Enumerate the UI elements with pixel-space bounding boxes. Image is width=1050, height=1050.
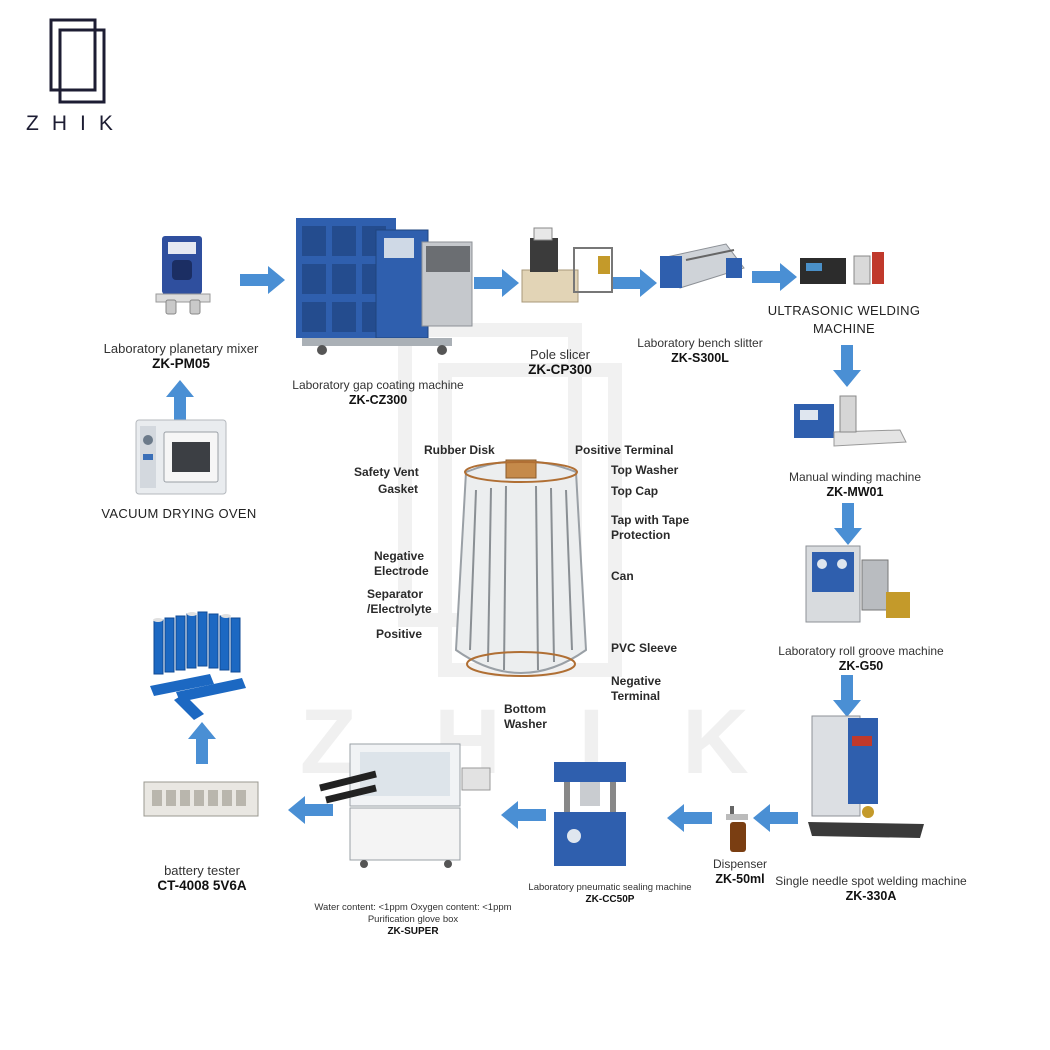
dispenser-name: Dispenser [712, 857, 768, 871]
ultrasonic-welding-machine-image [800, 252, 884, 285]
roll-groove-model: ZK-G50 [838, 659, 884, 673]
spot-welder-name: Single needle spot welding machine [775, 874, 967, 888]
pole-slicer-image [521, 227, 613, 303]
battery-tester-name: battery tester [164, 863, 240, 878]
bench-slitter-image [660, 243, 745, 289]
label-top-washer: Top Washer [611, 463, 679, 477]
label-bottom-washer-line1: Bottom [504, 702, 546, 716]
cylindrical-cell-cross-section-image [454, 459, 588, 677]
planetary-mixer-image [155, 236, 211, 315]
arrow-down-icon [833, 675, 861, 717]
arrow-left-icon [667, 804, 712, 832]
label-positive-terminal: Positive Terminal [575, 443, 674, 457]
roll-groove-machine-image [805, 545, 910, 623]
glove-box-model: ZK-SUPER [387, 926, 439, 937]
zhik-logo-icon [49, 18, 106, 104]
pole-slicer-name: Pole slicer [530, 347, 590, 362]
label-negative-electrode-line2: Electrode [374, 564, 429, 578]
battery-tester-image [143, 781, 259, 817]
dispenser-label: Dispenser ZK-50ml [706, 857, 774, 887]
ultrasonic-welder-name-line2: MACHINE [812, 321, 876, 336]
bench-slitter-label: Laboratory bench slitter ZK-S300L [630, 336, 770, 366]
winding-machine-model: ZK-MW01 [826, 485, 884, 499]
label-bottom-washer-line2: Washer [504, 717, 547, 731]
arrow-left-icon [753, 804, 798, 832]
spot-welder-model: ZK-330A [845, 889, 897, 903]
arrow-left-icon [501, 801, 546, 829]
brand-logo-text: ZHIK [26, 112, 126, 135]
gap-coater-name: Laboratory gap coating machine [292, 378, 464, 392]
label-gasket: Gasket [378, 482, 419, 496]
roll-groove-label: Laboratory roll groove machine ZK-G50 [776, 644, 946, 674]
bench-slitter-model: ZK-S300L [671, 351, 729, 365]
planetary-mixer-model: ZK-PM05 [152, 356, 210, 371]
label-separator-line2: /Electrolyte [367, 602, 432, 616]
arrow-down-icon [833, 345, 861, 387]
glove-box-image [319, 743, 491, 868]
label-top-cap: Top Cap [611, 484, 659, 498]
ultrasonic-welder-name-line1: ULTRASONIC WELDING [767, 303, 921, 318]
sealing-machine-model: ZK-CC50P [585, 894, 635, 905]
ultrasonic-welder-label: ULTRASONIC WELDING MACHINE [766, 302, 922, 338]
arrow-down-icon [834, 503, 862, 545]
spot-welding-machine-image [808, 715, 924, 838]
glove-box-spec: Water content: <1ppm Oxygen content: <1p… [314, 902, 512, 913]
label-rubber-disk: Rubber Disk [424, 443, 495, 457]
gap-coater-label: Laboratory gap coating machine ZK-CZ300 [284, 378, 472, 408]
winding-machine-image [794, 395, 907, 447]
arrow-right-icon [612, 269, 657, 297]
label-tap-tape-line1: Tap with Tape [611, 513, 690, 527]
lithium-battery-cells-image [150, 611, 246, 720]
pneumatic-sealing-machine-image [554, 762, 626, 866]
arrow-up-icon [188, 722, 216, 764]
arrow-right-icon [240, 266, 285, 294]
dispenser-model: ZK-50ml [715, 872, 765, 886]
winding-machine-label: Manual winding machine ZK-MW01 [780, 470, 930, 500]
label-safety-vent: Safety Vent [354, 465, 419, 479]
bench-slitter-name: Laboratory bench slitter [637, 336, 763, 350]
label-tap-tape-line2: Protection [611, 528, 671, 542]
battery-tester-model: CT-4008 5V6A [157, 878, 247, 893]
roll-groove-name: Laboratory roll groove machine [778, 644, 944, 658]
label-separator-line1: Separator [367, 587, 424, 601]
arrow-left-icon [288, 796, 333, 824]
label-negative-terminal-line2: Terminal [611, 689, 661, 703]
planetary-mixer-label: Laboratory planetary mixer ZK-PM05 [90, 341, 272, 371]
arrow-up-icon [166, 380, 194, 422]
gap-coater-model: ZK-CZ300 [348, 393, 408, 407]
arrow-right-icon [474, 269, 519, 297]
glove-box-name: Purification glove box [367, 914, 459, 925]
label-negative-terminal-line1: Negative [611, 674, 662, 688]
pole-slicer-label: Pole slicer ZK-CP300 [510, 347, 610, 377]
arrow-right-icon [752, 263, 797, 291]
vacuum-oven-label: VACUUM DRYING OVEN [101, 506, 257, 521]
vacuum-drying-oven-image [135, 419, 227, 495]
sealing-machine-name: Laboratory pneumatic sealing machine [528, 882, 692, 893]
planetary-mixer-name: Laboratory planetary mixer [103, 341, 259, 356]
sealing-machine-label: Laboratory pneumatic sealing machine ZK-… [512, 882, 708, 906]
label-positive: Positive [376, 627, 423, 641]
label-pvc-sleeve: PVC Sleeve [611, 641, 678, 655]
gap-coating-machine-image [296, 218, 473, 355]
pole-slicer-model: ZK-CP300 [528, 362, 592, 377]
label-negative-electrode-line1: Negative [374, 549, 425, 563]
winding-machine-name: Manual winding machine [788, 470, 922, 484]
dispenser-image [726, 806, 748, 852]
glove-box-label: Water content: <1ppm Oxygen content: <1p… [300, 902, 526, 938]
battery-tester-label: battery tester CT-4008 5V6A [130, 863, 274, 893]
spot-welder-label: Single needle spot welding machine ZK-33… [774, 874, 968, 904]
label-can: Can [611, 569, 634, 583]
